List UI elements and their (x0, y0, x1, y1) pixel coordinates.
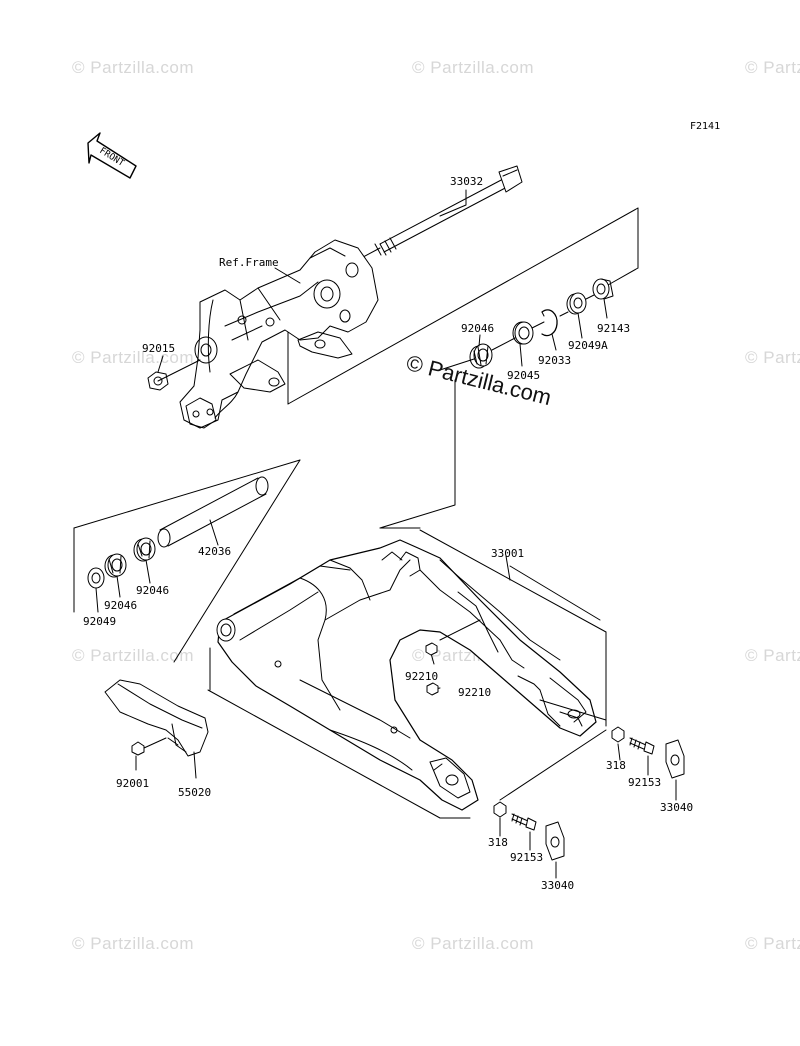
part-label-55020[interactable]: 55020 (178, 786, 212, 799)
watermark: © Partzilla.com (412, 58, 535, 77)
nut-92210-a (425, 642, 438, 656)
part-label-42036[interactable]: 42036 (198, 545, 232, 558)
collar-92049A (566, 292, 587, 339)
bearing-92045 (512, 321, 534, 367)
watermark: © Partzilla.com (745, 934, 800, 953)
frame-leader-line (274, 267, 301, 284)
watermark: © Partzilla.com (745, 58, 800, 77)
figure-id: F2141 (690, 121, 721, 132)
bearing-92046-top (469, 334, 493, 369)
part-label-92046-a[interactable]: 92046 (136, 584, 170, 597)
watermark: © Partzilla.com (745, 646, 800, 665)
label-leaders (439, 189, 601, 621)
pivot-shaft (349, 165, 523, 265)
bearing-92046-a (133, 537, 156, 584)
swingarm-33001 (216, 539, 597, 811)
bearing-92046-b (104, 553, 127, 598)
part-label-33001[interactable]: 33001 (491, 547, 525, 560)
part-label-92045[interactable]: 92045 (507, 369, 541, 382)
part-label-92143[interactable]: 92143 (597, 322, 631, 335)
ref-frame-label: Ref.Frame (219, 256, 279, 269)
nut-92015 (147, 355, 201, 391)
watermark: © Partzilla.com (745, 348, 800, 367)
watermark: © Partzilla.com (72, 58, 195, 77)
bolt-92153-b (511, 813, 537, 851)
part-label-33040-b[interactable]: 33040 (541, 879, 575, 892)
bolt-92001 (131, 737, 167, 771)
bearing-axis-line (439, 294, 595, 371)
group-frame-swingarm (207, 527, 607, 819)
part-label-318-b[interactable]: 318 (488, 836, 508, 849)
nut-92210-b (426, 682, 439, 696)
part-label-92046-top[interactable]: 92046 (461, 322, 495, 335)
front-arrow-icon: FRONT (87, 132, 137, 179)
watermark: © Partzilla.com (72, 646, 195, 665)
part-label-92153-a[interactable]: 92153 (628, 776, 662, 789)
collar-92049 (87, 567, 105, 613)
watermark: © Partzilla.com (72, 348, 195, 367)
part-label-318-a[interactable]: 318 (606, 759, 626, 772)
group-leader (379, 379, 456, 529)
sleeve-42036 (157, 476, 269, 548)
chain-guard-55020 (104, 679, 209, 779)
block-33040-b (545, 821, 565, 879)
part-label-33032[interactable]: 33032 (450, 175, 484, 188)
part-label-92001[interactable]: 92001 (116, 777, 150, 790)
part-label-92049A[interactable]: 92049A (568, 339, 608, 352)
part-label-92033[interactable]: 92033 (538, 354, 572, 367)
part-label-92210-a[interactable]: 92210 (405, 670, 439, 683)
part-label-92015[interactable]: 92015 (142, 342, 176, 355)
group-frame-left (73, 459, 301, 663)
part-label-92049[interactable]: 92049 (83, 615, 117, 628)
watermark: © Partzilla.com (72, 934, 195, 953)
frame-reference (179, 239, 379, 429)
circlip-92033 (541, 309, 558, 351)
watermark: © Partzilla.com (412, 934, 535, 953)
part-label-92210-b[interactable]: 92210 (458, 686, 492, 699)
part-label-92046-b[interactable]: 92046 (104, 599, 138, 612)
bolt-92153-a (629, 737, 655, 776)
nut-318-a (611, 726, 625, 761)
group-frame-upper (287, 207, 639, 405)
nut-318-b (493, 801, 507, 837)
part-label-92153-b[interactable]: 92153 (510, 851, 544, 864)
part-label-33040-a[interactable]: 33040 (660, 801, 694, 814)
cap-92143 (592, 278, 614, 319)
block-33040-a (665, 739, 685, 801)
